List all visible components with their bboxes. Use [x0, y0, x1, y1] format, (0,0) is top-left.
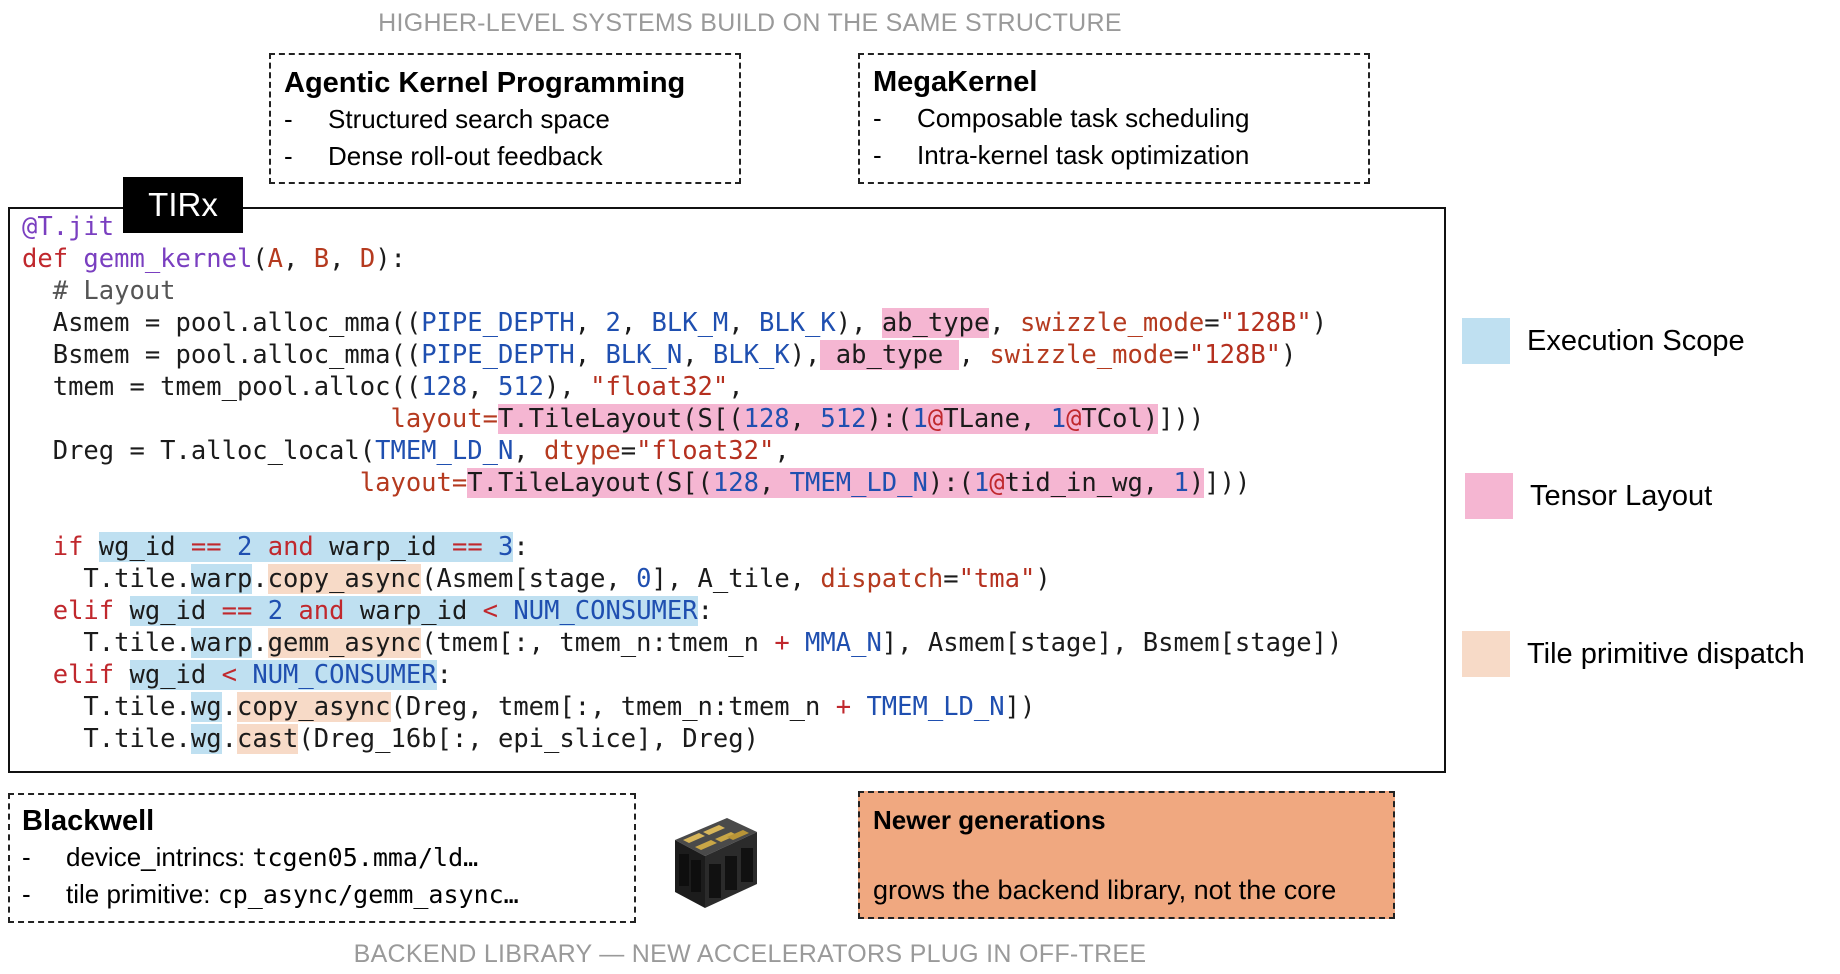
- legend-swatch-execution-scope: [1462, 318, 1510, 364]
- code-line-14: elif wg_id < NUM_CONSUMER:: [52, 660, 452, 690]
- tile-layout-highlight: T.TileLayout(S[(128, TMEM_LD_N):(1@tid_i…: [467, 468, 1205, 498]
- execution-scope-highlight: warp: [190, 628, 253, 658]
- code-line-15: T.tile.wg.copy_async(Dreg, tmem[:, tmem_…: [83, 692, 1036, 722]
- blackwell-title: Blackwell: [22, 805, 155, 837]
- megakernel-item: -Composable task scheduling: [873, 103, 1250, 133]
- ab-type-highlight: ab_type: [820, 340, 959, 370]
- top-caption: HIGHER-LEVEL SYSTEMS BUILD ON THE SAME S…: [378, 9, 1122, 37]
- execution-scope-highlight: wg_id == 2 and warp_id < NUM_CONSUMER: [129, 596, 698, 626]
- megakernel-box: MegaKernel -Composable task scheduling -…: [858, 53, 1370, 184]
- code-line-4: Asmem = pool.alloc_mma((PIPE_DEPTH, 2, B…: [52, 308, 1328, 338]
- megakernel-title: MegaKernel: [873, 66, 1038, 98]
- code-line-8: Dreg = T.alloc_local(TMEM_LD_N, dtype="f…: [52, 436, 790, 466]
- code-line-3: # Layout: [52, 276, 176, 306]
- legend-label-tensor-layout: Tensor Layout: [1530, 480, 1713, 512]
- newer-generations-box: Newer generations grows the backend libr…: [858, 791, 1395, 919]
- execution-scope-highlight: warp: [190, 564, 253, 594]
- agentic-item: -Structured search space: [284, 104, 610, 134]
- tile-primitive-highlight: copy_async: [236, 692, 391, 722]
- code-line-9: layout=T.TileLayout(S[(128, TMEM_LD_N):(…: [359, 468, 1251, 498]
- tile-primitive-highlight: copy_async: [267, 564, 422, 594]
- tile-primitive-highlight: cast: [236, 724, 299, 754]
- code-line-2: def gemm_kernel(A, B, D):: [22, 244, 406, 274]
- newer-generations-text: grows the backend library, not the core: [873, 875, 1337, 905]
- code-line-11: T.tile.warp.copy_async(Asmem[stage, 0], …: [83, 564, 1051, 594]
- legend-label-execution-scope: Execution Scope: [1527, 325, 1745, 357]
- bottom-caption: BACKEND LIBRARY — NEW ACCELERATORS PLUG …: [353, 940, 1147, 968]
- code-line-12: elif wg_id == 2 and warp_id < NUM_CONSUM…: [52, 596, 713, 626]
- legend-swatch-tensor-layout: [1465, 473, 1513, 519]
- execution-scope-highlight: wg_id < NUM_CONSUMER: [129, 660, 437, 690]
- execution-scope-highlight: wg: [190, 724, 222, 754]
- newer-generations-title: Newer generations: [873, 805, 1106, 835]
- legend-swatch-tile-primitive: [1462, 631, 1510, 677]
- megakernel-item: -Intra-kernel task optimization: [873, 140, 1250, 170]
- code-line-16: T.tile.wg.cast(Dreg_16b[:, epi_slice], D…: [83, 724, 759, 754]
- tile-layout-highlight: T.TileLayout(S[(128, 512):(1@TLane, 1@TC…: [497, 404, 1159, 434]
- code-line-1: @T.jit: [22, 212, 115, 242]
- code-line-10: if wg_id == 2 and warp_id == 3:: [52, 532, 529, 562]
- ab-type-highlight: ab_type: [881, 308, 990, 338]
- gpu-hardware-icon: [675, 818, 757, 908]
- execution-scope-highlight: wg: [190, 692, 222, 722]
- code-line-13: T.tile.warp.gemm_async(tmem[:, tmem_n:tm…: [83, 628, 1343, 658]
- code-panel: @T.jit def gemm_kernel(A, B, D): # Layou…: [8, 207, 1446, 773]
- code-line-6: tmem = tmem_pool.alloc((128, 512), "floa…: [52, 372, 744, 402]
- code-line-5: Bsmem = pool.alloc_mma((PIPE_DEPTH, BLK_…: [52, 340, 1297, 370]
- blackwell-item: -tile primitive: cp_async/gemm_async…: [22, 879, 519, 909]
- agentic-kernel-box: Agentic Kernel Programming -Structured s…: [269, 53, 741, 184]
- tile-primitive-highlight: gemm_async: [267, 628, 422, 658]
- agentic-item: -Dense roll-out feedback: [284, 141, 603, 171]
- execution-scope-highlight: wg_id == 2 and warp_id == 3: [98, 532, 514, 562]
- code-line-7: layout=T.TileLayout(S[(128, 512):(1@TLan…: [390, 404, 1205, 434]
- agentic-kernel-title: Agentic Kernel Programming: [284, 67, 686, 99]
- legend-label-tile-primitive: Tile primitive dispatch: [1527, 638, 1805, 670]
- tirx-label: TIRx: [123, 177, 243, 233]
- blackwell-box: Blackwell -device_intrincs: tcgen05.mma/…: [8, 793, 636, 923]
- blackwell-item: -device_intrincs: tcgen05.mma/ld…: [22, 842, 479, 872]
